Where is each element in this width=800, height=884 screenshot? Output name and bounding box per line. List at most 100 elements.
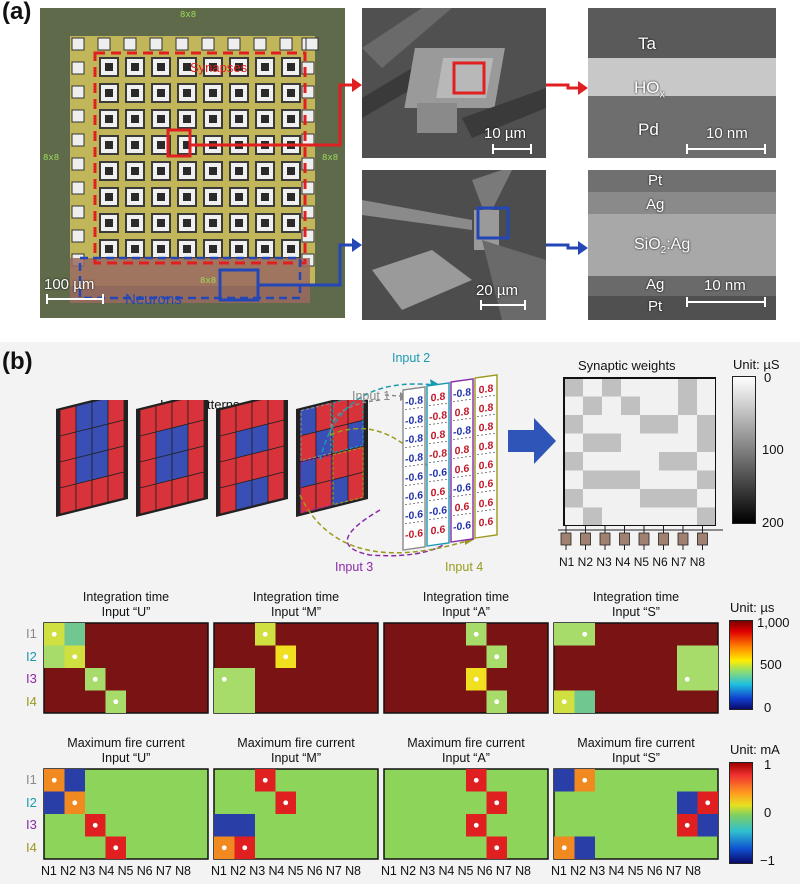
heatmap-cell [677,645,698,668]
vector-divider [453,436,471,441]
pattern-pixel [75,479,93,511]
firing-dot [494,800,500,806]
vector-divider [405,444,423,449]
fire_current-title-line1: Maximum fire current [577,736,695,750]
vector-value: -0.8 [429,447,447,462]
synaptic-neuron-labels: N1 N2 N3 N4 N5 N6 N7 N8 [559,555,706,569]
chip-cell-center [105,193,113,201]
tem-top-scale-label: 10 nm [706,125,748,142]
weight-cell [602,489,621,508]
chip-pad [279,37,293,51]
weight-cell [583,452,602,471]
heatmap-cell [44,791,65,814]
weight-cell [621,470,640,489]
fire_current-title-line1: Maximum fire current [407,736,525,750]
pattern-pixel [235,479,253,511]
input-vector-column-3: -0.80.8-0.80.80.6-0.60.6-0.6 [450,378,474,543]
pattern-pixel [139,457,157,489]
vector-value: 0.6 [479,458,494,472]
chip-pad [71,205,85,219]
vector-value: 0.8 [479,439,494,453]
pattern-pixel [347,471,365,503]
firing-dot [582,631,588,637]
weight-cell [583,378,602,397]
chip-pad [71,85,85,99]
vector-value: 0.8 [479,382,494,396]
weight-cell [602,396,621,415]
pattern-pixel [235,401,253,433]
vector-divider [477,394,495,399]
neuron-resistor-row [558,526,723,550]
weight-cell [602,433,621,452]
weight-cell [602,378,621,397]
panel-b-label: (b) [2,348,33,375]
weight-cell [659,489,678,508]
heatmap-cell [44,645,65,668]
vector-divider [477,470,495,475]
chip-cell-center [261,219,269,227]
synapses-label: Synapses [190,60,248,75]
fire_current-title-input: Input “M” [270,751,321,765]
chip-scale-label: 100 µm [44,276,95,293]
weight-cell [621,433,640,452]
vector-divider [405,425,423,430]
vector-value: 0.6 [431,523,446,537]
firing-dot [221,676,227,682]
pattern-quadrant-box [300,454,332,514]
heatmap-cell [697,668,718,691]
vector-divider [453,512,471,517]
vector-value: 0.6 [479,477,494,491]
chip-pad [149,37,163,51]
integration-row-label-4: I4 [26,693,37,709]
vector-value: -0.6 [453,519,471,534]
weight-cell [564,433,583,452]
chip-cell-center [183,193,191,201]
pattern-pixel [171,400,189,429]
vector-divider [477,451,495,456]
firing-dot [51,777,57,783]
weight-cell [640,433,659,452]
weight-cell [564,378,583,397]
weight-cell [697,470,716,489]
sem-top-scale-bar [492,144,532,154]
integration-heatmap-4 [553,622,719,714]
firing-dot [705,800,711,806]
chip-cell-center [105,219,113,227]
vector-outline [402,386,426,551]
integration-row-label-1: I1 [26,626,37,641]
sem-image-bottom: 20 µm [362,170,546,320]
chip-cell-center [157,89,165,97]
chip-micrograph: 8x8 8x8 8x8 8x8 Synapses Neurons 100 µm [40,8,345,318]
pattern-pixel [171,423,189,455]
weight-cell [640,415,659,434]
tem-image-top: Ta HOx Pd 10 nm [588,8,776,158]
heatmap-cell [214,690,235,713]
weight-cell [659,396,678,415]
weights-tick-0: 0 [764,370,772,385]
heatmap-cell [554,769,575,792]
integration-title-input: Input “A” [442,605,490,619]
chip-cell-center [235,115,243,123]
firing-dot [684,676,690,682]
weight-cell [640,489,659,508]
integration-row-label-2: I2 [26,648,37,664]
heatmap-cell [234,668,255,691]
chip-cell-center [235,245,243,253]
pattern-pixel [59,405,77,437]
integration-title-input: Input “U” [101,605,151,619]
weight-cell [659,507,678,526]
weight-cell [583,396,602,415]
firing-dot [473,676,479,682]
firing-dot [221,845,227,851]
chip-cell-center [287,245,295,253]
chip-pad [227,37,241,51]
weight-cell [583,433,602,452]
pattern-pixel [219,457,237,489]
tem-top-layer-2: HOx [634,78,665,100]
chip-cell-center [235,89,243,97]
input-vector-column-1: -0.8-0.8-0.8-0.8-0.6-0.6-0.6-0.6 [402,386,426,551]
heatmap-cell [697,645,718,668]
pattern-pixel [107,471,125,503]
